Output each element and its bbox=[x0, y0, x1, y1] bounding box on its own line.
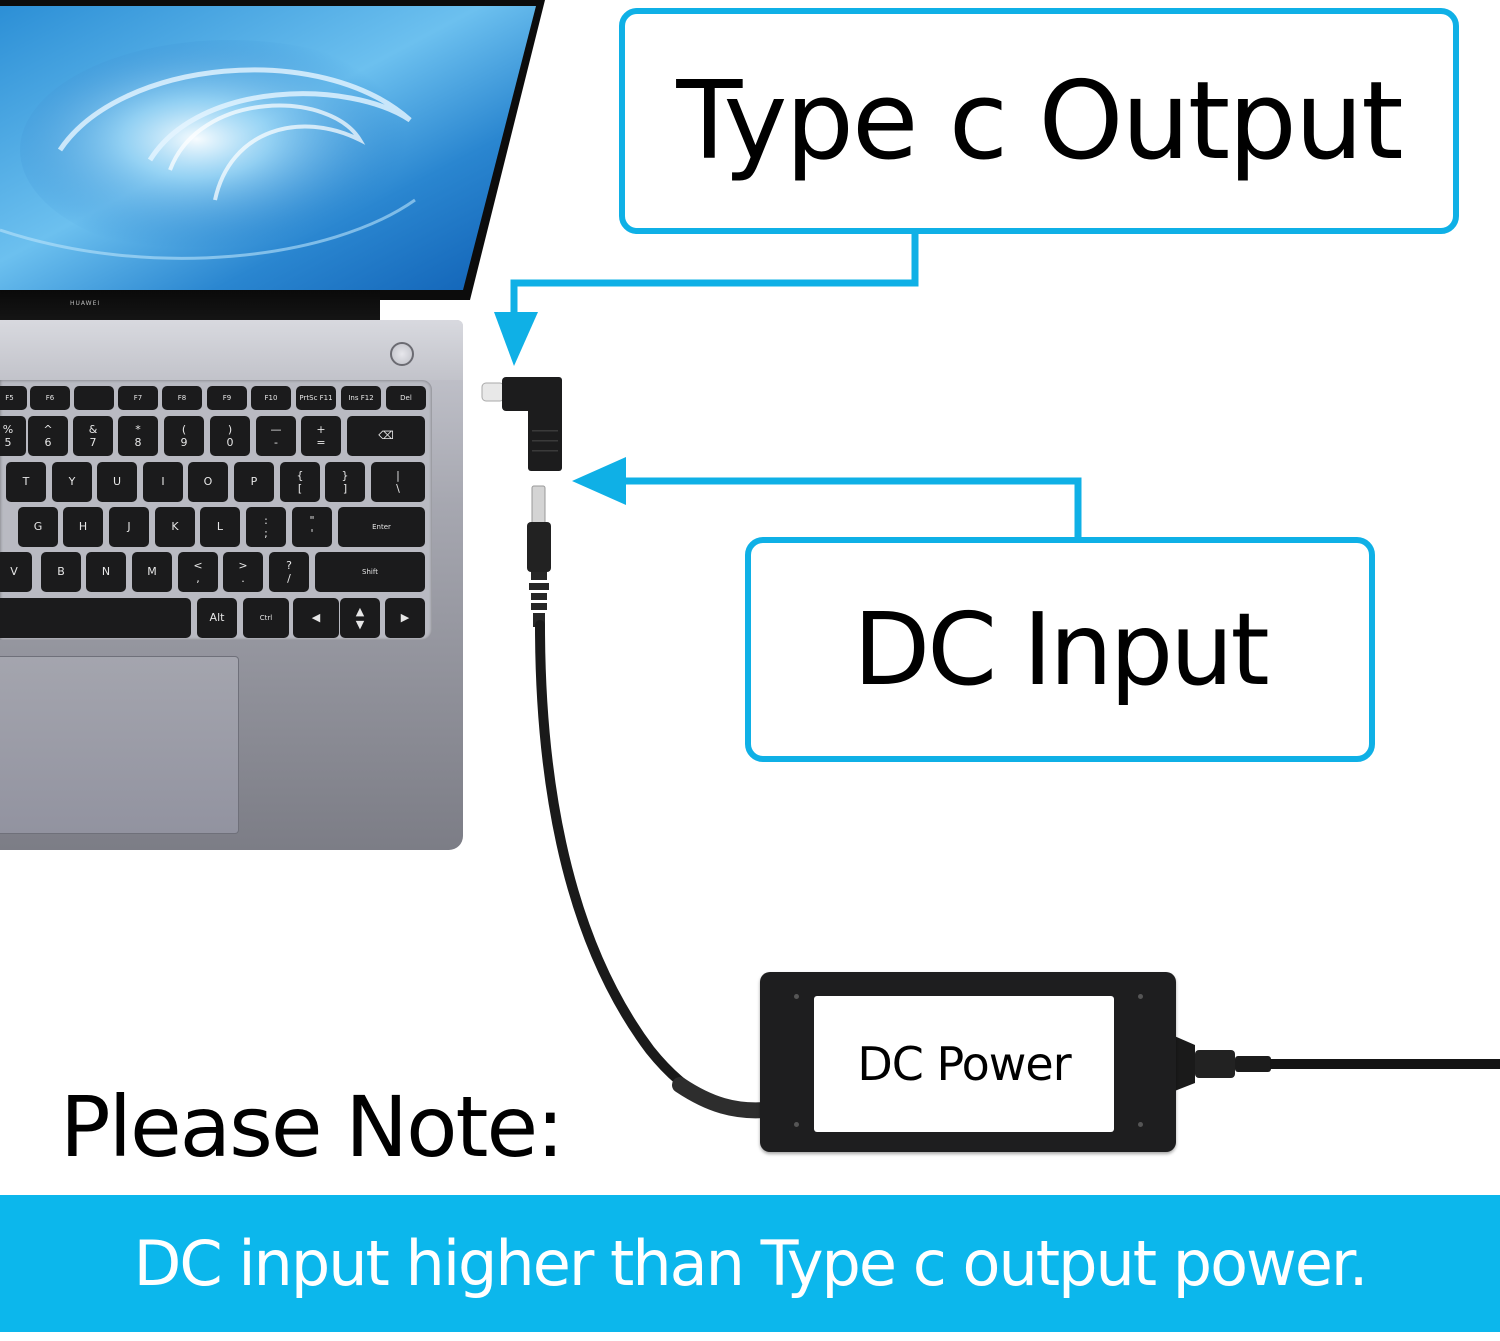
keyboard-key: V bbox=[0, 552, 32, 592]
note-banner: DC input higher than Type c output power… bbox=[0, 1195, 1500, 1332]
ac-cable bbox=[1172, 1035, 1500, 1092]
keyboard-key: PrtSc F11 bbox=[296, 386, 336, 410]
keyboard-key: > . bbox=[223, 552, 263, 592]
keyboard-key: Alt bbox=[197, 598, 237, 638]
dc-barrel-plug-icon bbox=[527, 485, 551, 627]
type-c-output-callout: Type c Output bbox=[619, 8, 1459, 234]
keyboard-key bbox=[74, 386, 114, 410]
keyboard-key: N bbox=[86, 552, 126, 592]
keyboard-key: F5 bbox=[0, 386, 27, 410]
keyboard-key: J bbox=[109, 507, 149, 547]
keyboard-key: F10 bbox=[251, 386, 291, 410]
screw-icon bbox=[794, 1122, 799, 1127]
keyboard-key: * 8 bbox=[118, 416, 158, 456]
keyboard-key: F6 bbox=[30, 386, 70, 410]
keyboard-key: Y bbox=[52, 462, 92, 502]
keyboard-key: } ] bbox=[325, 462, 365, 502]
keyboard-key: : ; bbox=[246, 507, 286, 547]
keyboard-key: B bbox=[41, 552, 81, 592]
typec-adapter-icon bbox=[481, 377, 562, 471]
key-space bbox=[0, 598, 191, 638]
keyboard-key: I bbox=[143, 462, 183, 502]
keyboard-key: % 5 bbox=[0, 416, 26, 456]
keyboard-key: K bbox=[155, 507, 195, 547]
keyboard-key: & 7 bbox=[73, 416, 113, 456]
type-c-output-label: Type c Output bbox=[676, 58, 1403, 184]
keyboard-key: M bbox=[132, 552, 172, 592]
keyboard-key: H bbox=[63, 507, 103, 547]
keyboard-key: O bbox=[188, 462, 228, 502]
note-title: Please Note: bbox=[60, 1078, 564, 1176]
keyboard-key: | \ bbox=[371, 462, 425, 502]
dc-power-label: DC Power bbox=[857, 1037, 1071, 1091]
keyboard-key: F7 bbox=[118, 386, 158, 410]
keyboard-key: ▶ bbox=[385, 598, 425, 638]
keyboard-key: F8 bbox=[162, 386, 202, 410]
keyboard-key: ⌫ bbox=[347, 416, 425, 456]
keyboard-key: < , bbox=[178, 552, 218, 592]
note-message: DC input higher than Type c output power… bbox=[133, 1227, 1369, 1300]
keyboard-key: G bbox=[18, 507, 58, 547]
dc-input-callout: DC Input bbox=[745, 537, 1375, 762]
dc-power-adapter: DC Power bbox=[760, 972, 1176, 1152]
keyboard-key: Ins F12 bbox=[341, 386, 381, 410]
keyboard-key: — - bbox=[256, 416, 296, 456]
dc-connector-line bbox=[610, 477, 1082, 540]
dc-cable bbox=[535, 620, 770, 1116]
screw-icon bbox=[1138, 994, 1143, 999]
keyboard-key: P bbox=[234, 462, 274, 502]
screw-icon bbox=[794, 994, 799, 999]
keyboard-key: F9 bbox=[207, 386, 247, 410]
keyboard-key: ) 0 bbox=[210, 416, 250, 456]
power-button bbox=[390, 342, 414, 366]
keyboard-key: { [ bbox=[280, 462, 320, 502]
keyboard-key: L bbox=[200, 507, 240, 547]
keyboard-key: T bbox=[6, 462, 46, 502]
keyboard-key: ^ 6 bbox=[28, 416, 68, 456]
keyboard-key: Shift bbox=[315, 552, 425, 592]
keyboard-key: ( 9 bbox=[164, 416, 204, 456]
typec-connector-line bbox=[510, 230, 919, 330]
keyboard-key: + = bbox=[301, 416, 341, 456]
dc-arrow-head-icon bbox=[572, 457, 626, 505]
laptop-screen bbox=[0, 0, 545, 300]
keyboard-key: Del bbox=[386, 386, 426, 410]
screw-icon bbox=[1138, 1122, 1143, 1127]
keyboard-key: Ctrl bbox=[243, 598, 289, 638]
cable-strain-relief bbox=[672, 1077, 773, 1119]
keyboard-key: ▲ ▼ bbox=[340, 598, 380, 638]
dc-input-label: DC Input bbox=[853, 591, 1270, 708]
laptop-brand: HUAWEI bbox=[70, 300, 101, 307]
typec-arrow-head-icon bbox=[494, 312, 538, 366]
laptop-deck-top bbox=[0, 320, 463, 380]
dc-power-label-plate: DC Power bbox=[814, 996, 1114, 1132]
keyboard-key: Enter bbox=[338, 507, 425, 547]
touchpad bbox=[0, 656, 239, 834]
keyboard-key: " ' bbox=[292, 507, 332, 547]
keyboard-key: ? / bbox=[269, 552, 309, 592]
keyboard-key: ◀ bbox=[293, 598, 339, 638]
keyboard-key: U bbox=[97, 462, 137, 502]
